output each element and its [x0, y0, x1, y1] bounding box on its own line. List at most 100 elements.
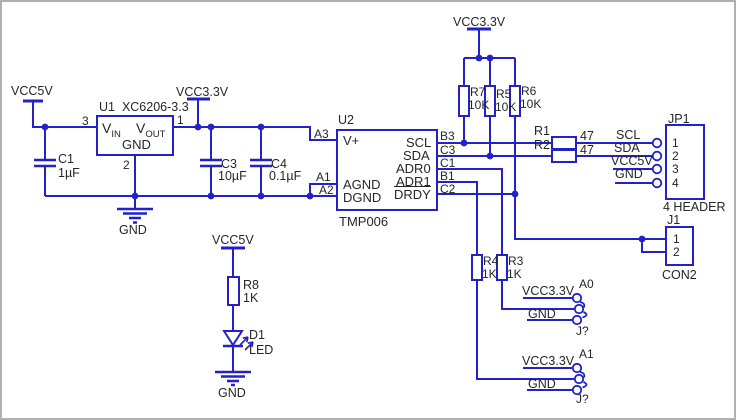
jumper-a1-gnd-label: GND: [528, 377, 556, 391]
j1-pin-1: 1: [673, 232, 680, 246]
capacitor-c4-symbol: [250, 127, 272, 196]
c3-refdes: C3: [221, 157, 237, 171]
d1-refdes: D1: [249, 328, 265, 342]
c1-value: 1µF: [58, 166, 80, 180]
j1-type: CON2: [662, 268, 697, 282]
gnd-symbol-led: [215, 370, 251, 387]
junction-dot: [638, 235, 646, 243]
r4-value: 1K: [482, 267, 497, 281]
r5-refdes: R5: [496, 87, 512, 101]
u1-vin-v: V: [102, 120, 112, 136]
u2-pin-dgnd: DGND: [343, 190, 382, 205]
u2-pin-adr1: ADR1: [396, 174, 431, 189]
header-jp1-body: [665, 124, 705, 200]
vcc5v-left-supply-symbol: [23, 99, 97, 128]
capacitor-c3-symbol: [200, 127, 222, 196]
net-label-a1-jumper: A1: [579, 347, 594, 361]
u2-pin-adr0: ADR0: [396, 161, 431, 176]
adr1-wire: [437, 181, 574, 380]
junction-dot: [486, 152, 494, 160]
junction-dot: [460, 139, 468, 147]
j1-pin-2: 2: [673, 245, 680, 259]
vcc5v-led-supply-symbol: [221, 246, 245, 277]
resistor-r7-symbol: [458, 58, 470, 143]
regulator-u1-title: U1 XC6206-3.3: [99, 100, 189, 114]
net-label-c1: C1: [440, 156, 456, 170]
c4-value: 0.1µF: [269, 169, 302, 183]
u2-refdes: U2: [338, 113, 354, 127]
resistor-r8-symbol: [227, 276, 240, 331]
gnd-symbol-regulator: [117, 196, 153, 224]
led-d1-symbol: [222, 330, 254, 372]
u2-part: TMP006: [339, 214, 389, 229]
d1-value: LED: [249, 343, 274, 357]
net-label-vcc5v-left: VCC5V: [11, 84, 53, 98]
u1-vin-sub: IN: [111, 129, 121, 140]
j1-refdes: J1: [667, 213, 681, 227]
u2-pin-vplus: V+: [343, 133, 360, 148]
jumper-a0-gnd-label: GND: [528, 307, 556, 321]
drdy-wire: [437, 193, 666, 253]
net-label-a2: A2: [319, 183, 334, 197]
jp1-net-sda: SDA: [614, 141, 640, 155]
jp1-pin-circles: [651, 137, 663, 189]
r6-value: 10K: [520, 97, 542, 111]
agnd-wire: [309, 183, 337, 196]
r1-value: 47: [580, 129, 594, 143]
net-label-c3: C3: [440, 143, 456, 157]
capacitor-c1-symbol: [34, 127, 56, 196]
r8-refdes: R8: [243, 278, 259, 292]
u1-vout-sub: OUT: [145, 129, 166, 140]
net-label-c2: C2: [440, 182, 456, 196]
u1-part: XC6206-3.3: [121, 100, 189, 114]
jp1-net-gnd: GND: [615, 167, 643, 181]
r8-value: 1K: [243, 291, 259, 305]
resistor-r5-symbol: [484, 58, 496, 156]
net-label-a3: A3: [314, 127, 329, 141]
u2-pin-sda: SDA: [403, 148, 430, 163]
u2-pin-agnd: AGND: [343, 177, 381, 192]
junction-dot: [257, 192, 265, 200]
vcc3v3-pullup-supply-symbol: [467, 27, 491, 58]
u2-pin-scl: SCL: [406, 135, 432, 150]
jp1-pin-3: 3: [672, 162, 679, 176]
junction-dot: [306, 192, 314, 200]
vcc3v3-regulator-supply-symbol: [187, 97, 210, 127]
net-label-vcc3v3-pullups: VCC3.3V: [453, 15, 506, 29]
jumper-a1-vcc3v3-label: VCC3.3V: [522, 354, 575, 368]
net-label-b3: B3: [440, 129, 455, 143]
sda-wire: [437, 149, 653, 163]
jumper-a0-refdes: J?: [576, 324, 589, 338]
junction-dot: [207, 192, 215, 200]
u1-pin-number-2: 2: [123, 158, 130, 172]
jp1-net-scl: SCL: [616, 128, 641, 142]
junction-dot: [475, 54, 483, 62]
net-label-vcc3v3-regulator: VCC3.3V: [176, 85, 229, 99]
r3-value: 1K: [507, 267, 522, 281]
net-label-vcc5v-led: VCC5V: [212, 233, 254, 247]
u1-pin-number-1: 1: [177, 113, 184, 127]
r7-refdes: R7: [470, 85, 486, 99]
junction-dot: [194, 123, 202, 131]
junction-dot: [511, 190, 519, 198]
jp1-pin-2: 2: [672, 149, 679, 163]
u1-pin-vin: VIN: [102, 121, 121, 140]
u1-vout-v: V: [136, 120, 146, 136]
vcc3v3-rail-wire: [173, 126, 337, 141]
r3-refdes: R3: [508, 254, 524, 268]
connector-j1-body: [665, 226, 694, 266]
u2-pin-drdy: DRDY: [394, 187, 431, 202]
adr0-wire: [437, 168, 574, 310]
c3-value: 10µF: [218, 169, 247, 183]
scl-wire: [437, 136, 653, 150]
r1-refdes: R1: [534, 124, 550, 138]
gnd-label-led: GND: [218, 386, 246, 400]
jp1-pin-1: 1: [672, 136, 679, 150]
jumper-a0-vcc3v3-label: VCC3.3V: [522, 284, 575, 298]
r7-value: 10K: [468, 98, 490, 112]
u1-pin-vout: VOUT: [136, 121, 165, 140]
net-label-b1: B1: [440, 169, 455, 183]
jumper-a1-symbol: [523, 362, 588, 396]
